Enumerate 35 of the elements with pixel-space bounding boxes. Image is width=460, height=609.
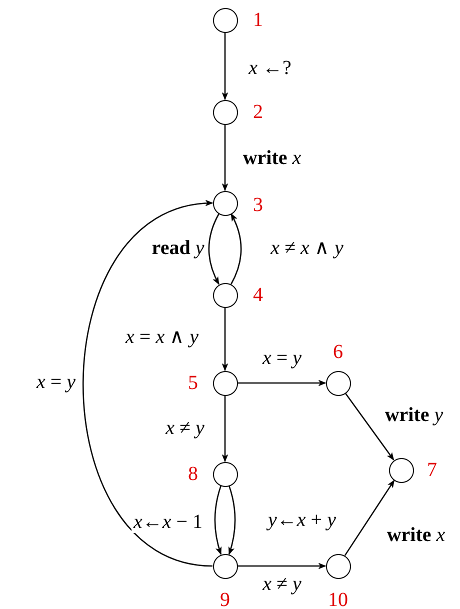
state-number: 7 (427, 460, 437, 480)
arrow (238, 380, 326, 386)
state-circle (326, 370, 350, 396)
arrow (222, 32, 228, 100)
arrow (238, 562, 326, 570)
state-number: 6 (333, 342, 343, 362)
state-number: 4 (253, 285, 263, 305)
state-number: 1 (253, 10, 263, 30)
state-circle (212, 554, 238, 578)
state-number: 3 (253, 195, 263, 215)
state-number: 8 (188, 464, 198, 484)
arrow (208, 214, 220, 285)
arrow (222, 124, 228, 192)
state-number: 10 (328, 590, 348, 609)
state-circle (212, 8, 238, 32)
state-circle (326, 554, 350, 578)
state-circle (212, 282, 238, 308)
state-circle (212, 462, 238, 486)
state-number: 2 (253, 102, 263, 122)
state-circle (212, 100, 238, 124)
arrow (228, 486, 236, 555)
arrow (344, 480, 395, 556)
edge-label: write y (382, 404, 446, 426)
arrow (82, 201, 214, 567)
edge-label: read y (150, 237, 206, 259)
arrow (222, 396, 228, 462)
state-number: 9 (220, 590, 230, 609)
arrow (230, 213, 242, 284)
state-circle (212, 190, 238, 216)
state-circle (388, 458, 414, 482)
arrow (222, 308, 228, 372)
arrow (214, 486, 222, 555)
state-number: 5 (188, 373, 198, 393)
state-circle (212, 370, 238, 396)
arrow (344, 392, 394, 461)
